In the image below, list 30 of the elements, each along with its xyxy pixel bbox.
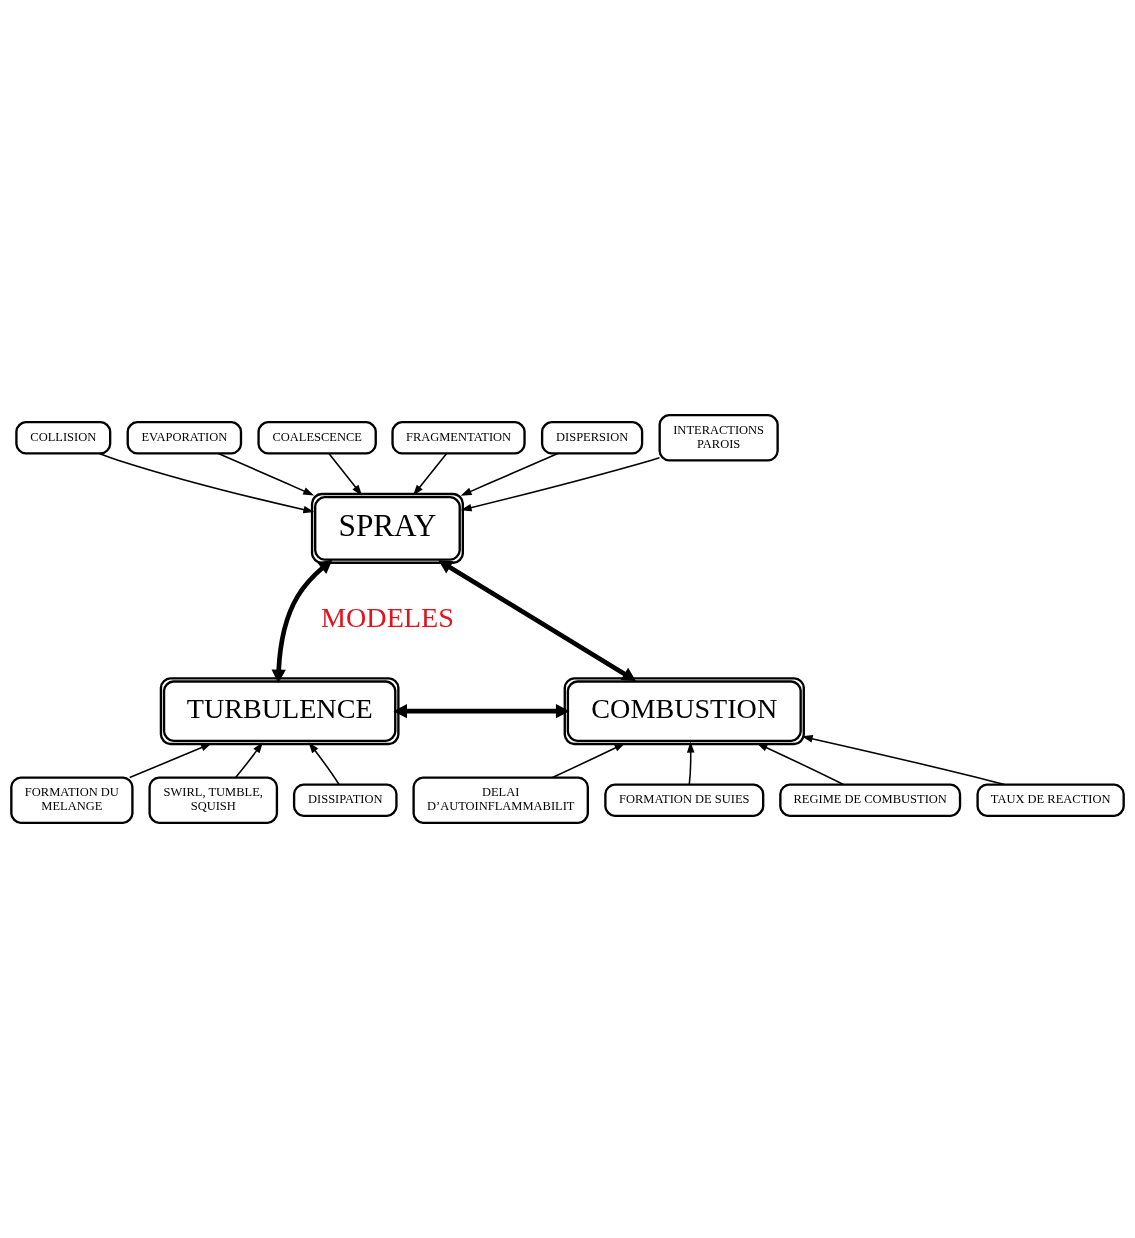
arrow xyxy=(328,452,363,496)
node-box: TAUX DE REACTION xyxy=(976,783,1125,817)
node-box: INTERACTIONS PAROIS xyxy=(658,413,779,462)
arrow xyxy=(128,743,212,779)
node-box: COALESCENCE xyxy=(257,420,377,455)
arrow xyxy=(98,452,315,514)
arrow xyxy=(413,452,448,496)
arrow xyxy=(460,452,559,496)
arrow xyxy=(438,560,636,681)
node-box: EVAPORATION xyxy=(126,420,243,455)
node-box: FORMATION DU MELANGE xyxy=(10,776,134,825)
node-box: SWIRL, TUMBLE, SQUISH xyxy=(148,776,279,825)
label: MODELES xyxy=(321,602,454,634)
node-box: FORMATION DE SUIES xyxy=(604,783,765,817)
arrow xyxy=(460,457,661,512)
arrow xyxy=(393,704,570,719)
arrow xyxy=(756,743,845,786)
node-box: REGIME DE COMBUSTION xyxy=(779,783,962,817)
arrow xyxy=(551,743,626,779)
arrow xyxy=(234,742,263,779)
node-box: DELAI D’AUTOINFLAMMABILIT xyxy=(412,776,589,825)
node-box: FRAGMENTATION xyxy=(391,420,526,455)
arrow xyxy=(217,452,315,496)
arrow xyxy=(271,559,333,684)
arrow xyxy=(308,742,340,786)
arrow xyxy=(686,741,695,786)
node-box: COLLISION xyxy=(15,420,112,455)
node-box: DISSIPATION xyxy=(292,783,398,817)
node-box: DISPERSION xyxy=(540,420,644,455)
arrow xyxy=(801,735,1006,786)
